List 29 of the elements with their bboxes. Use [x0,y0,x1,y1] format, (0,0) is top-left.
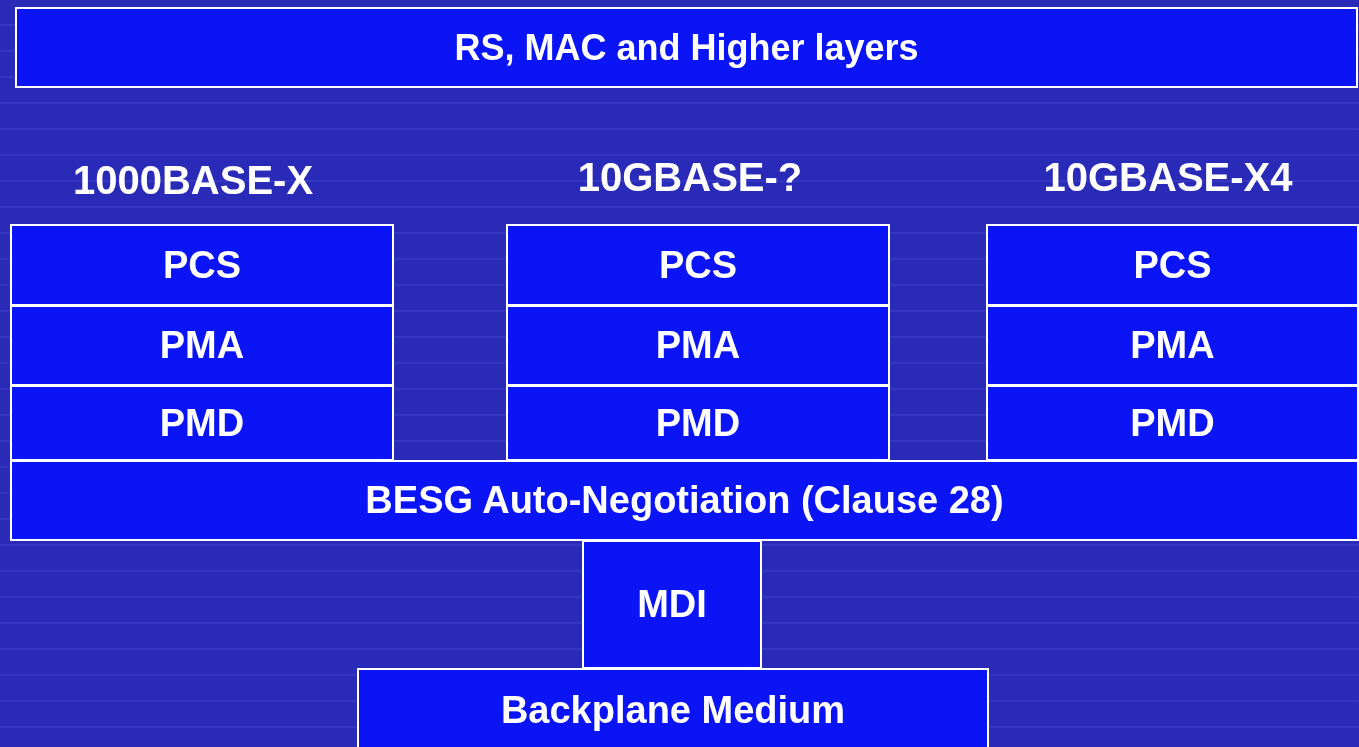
column-heading: 10GBASE-? [577,155,803,200]
layer-label: PMA [1130,324,1215,367]
layer-label: BESG Auto-Negotiation (Clause 28) [365,479,1004,522]
layer-label: RS, MAC and Higher layers [454,26,919,69]
sublayer-box [506,224,890,306]
layer-label: Backplane Medium [500,689,846,732]
column-heading: 10GBASE-X4 [1043,155,1293,200]
layer-box [10,460,1359,541]
layer-label: PMD [655,401,741,445]
layer-box [15,7,1358,88]
layer-label: PMD [1130,401,1215,445]
sublayer-box [986,385,1359,461]
sublayer-box [506,305,890,386]
sublayer-box [986,224,1359,306]
layer-label: PMD [159,401,245,445]
layer-label: PCS [658,243,738,287]
layer-label: PCS [1133,243,1212,287]
sublayer-box [10,224,394,306]
layer-label: MDI [637,583,707,626]
sublayer-box [10,305,394,386]
layer-box [357,668,989,747]
sublayer-box [506,385,890,461]
column-heading: 1000BASE-X [72,158,314,203]
layer-label: PCS [162,243,242,287]
layer-box [582,540,762,669]
sublayer-box [10,385,394,461]
sublayer-box [986,305,1359,386]
layer-label: PMA [159,324,245,367]
layer-label: PMA [655,324,741,367]
